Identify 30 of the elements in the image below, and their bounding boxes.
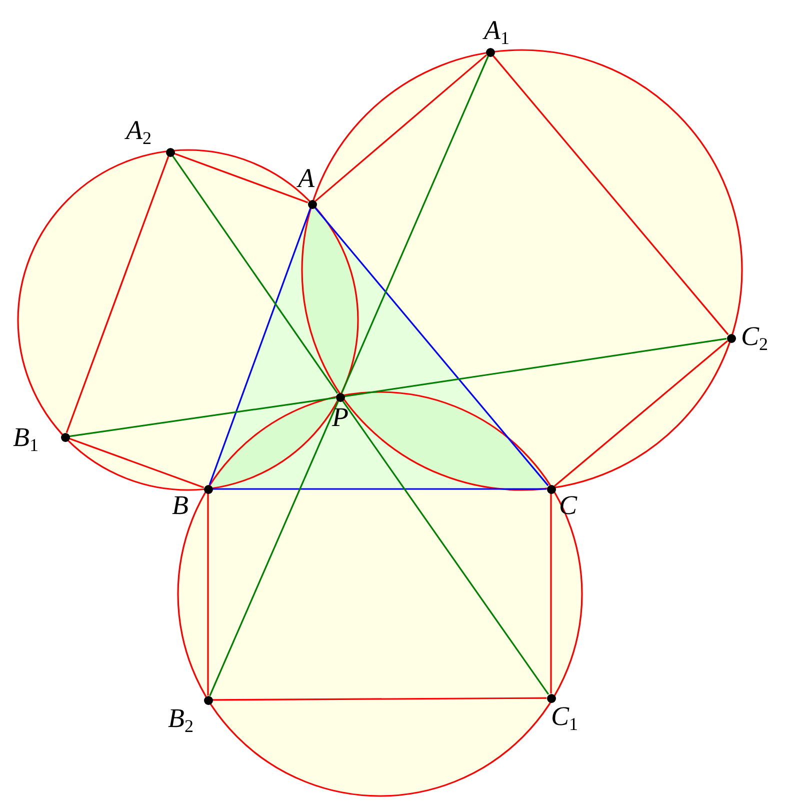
line-segment (212, 488, 546, 490)
point-label: B$_{1}$ (13, 423, 38, 451)
line-segment (208, 208, 312, 486)
line-segment (344, 338, 727, 398)
line-segment (492, 54, 729, 336)
point-label: C (559, 491, 578, 519)
point-label: A$_{1}$ (484, 16, 510, 44)
line-segment (66, 156, 170, 434)
point-label: A (298, 164, 314, 192)
line-segment (554, 340, 728, 487)
point-label: B$_{2}$ (168, 704, 194, 732)
point-label: B (172, 491, 188, 519)
line-segment (314, 54, 488, 202)
point-dot (486, 48, 494, 56)
point-label: P (332, 403, 348, 431)
line-segment (174, 152, 308, 204)
point-label: C$_{1}$ (551, 702, 578, 730)
line-segment (69, 396, 336, 438)
point-dot (166, 148, 174, 156)
line-segment (341, 56, 489, 394)
line-segment (207, 494, 209, 696)
line-segment (550, 494, 552, 694)
line-segment (172, 155, 338, 394)
point-label: C$_{2}$ (741, 322, 768, 350)
line-segment (314, 206, 549, 486)
line-segment (209, 400, 339, 696)
line-segment (342, 400, 550, 695)
line-segment (68, 438, 204, 488)
line-segment (212, 697, 546, 701)
point-label: A$_{2}$ (126, 116, 152, 144)
